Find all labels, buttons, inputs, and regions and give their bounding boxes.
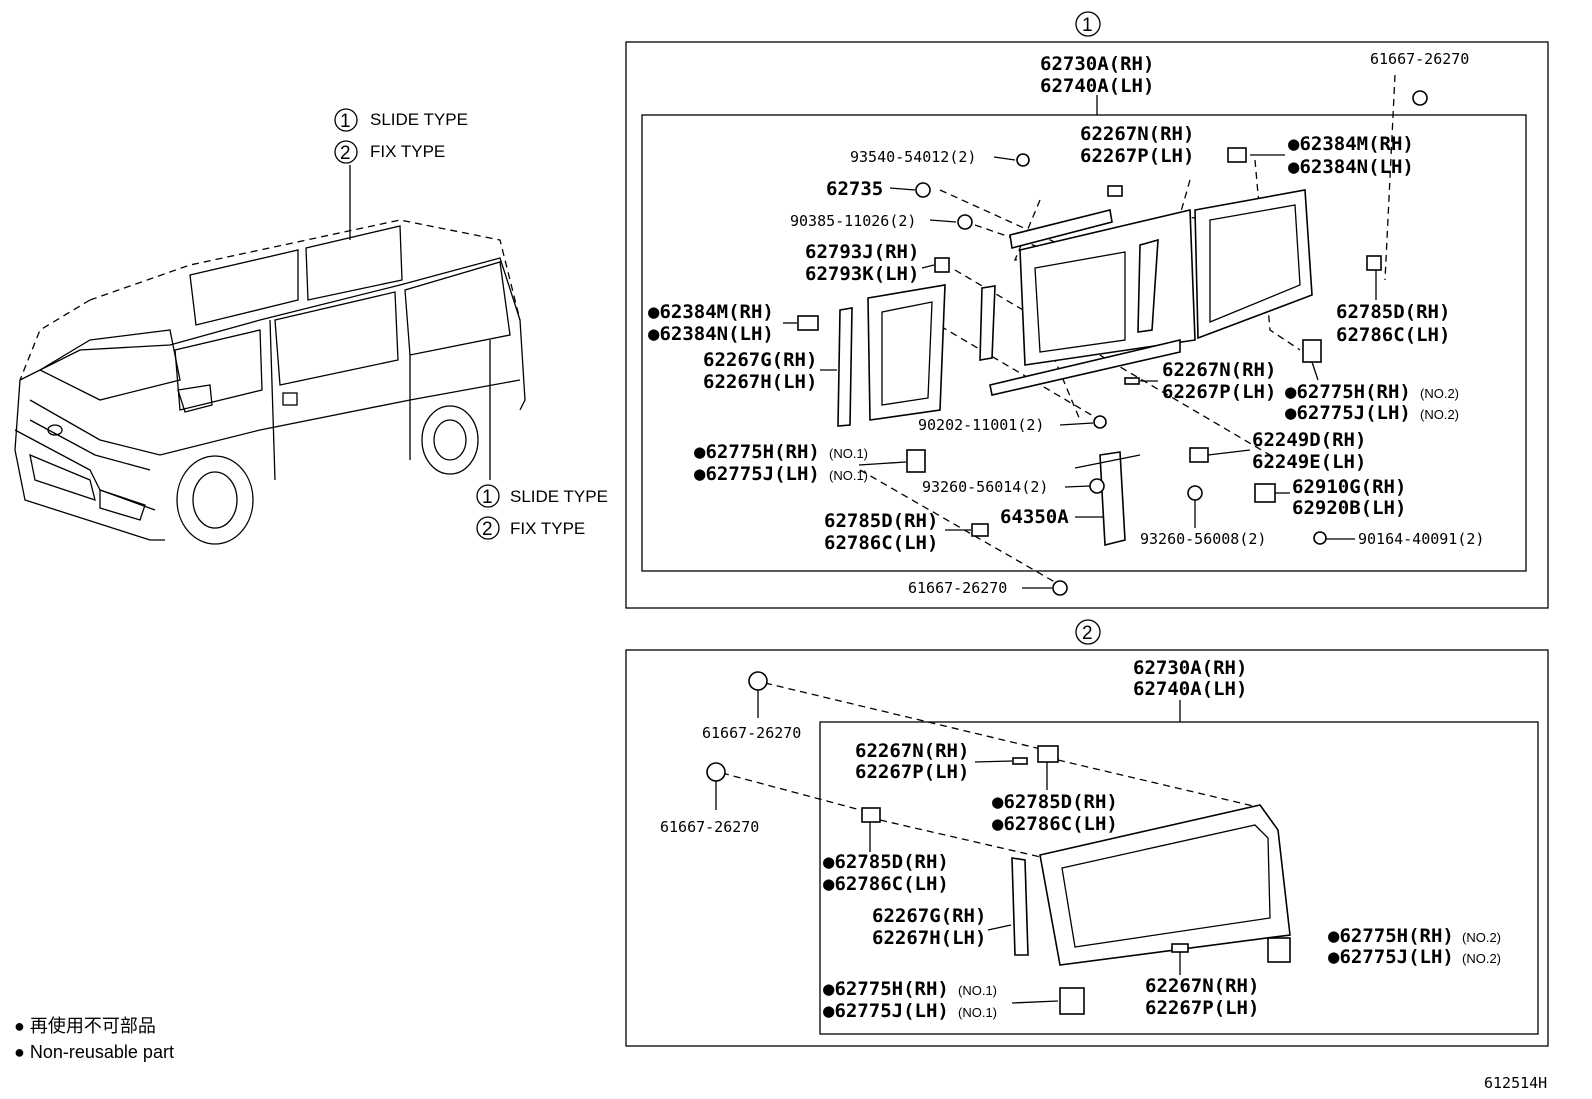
slide-type-label: SLIDE TYPE: [370, 110, 468, 129]
label-62267n: 62267N(RH): [1080, 123, 1194, 145]
label-64350a: 64350A: [1000, 506, 1069, 528]
label-62775j: ●62775J(LH): [694, 463, 820, 485]
label-62267h: 62267H(LH): [872, 927, 986, 949]
overview-callout-top: 1 SLIDE TYPE 2 FIX TYPE: [334, 108, 468, 164]
fix-type-label: FIX TYPE: [510, 519, 585, 538]
label-90164-40091: 90164-40091(2): [1358, 530, 1484, 548]
label-62267p: 62267P(LH): [1080, 145, 1194, 167]
label-62775h: ●62775H(RH): [1285, 381, 1411, 403]
label-62384m: ●62384M(RH): [1288, 133, 1414, 155]
svg-text:1: 1: [340, 111, 351, 132]
label-62785d: ●62785D(RH): [992, 791, 1118, 813]
overview-callout-side: 1 SLIDE TYPE 2 FIX TYPE: [476, 484, 608, 540]
label-62785d: ●62785D(RH): [823, 851, 949, 873]
label-62267g: 62267G(RH): [872, 905, 986, 927]
label-no2: (NO.2): [1420, 407, 1459, 422]
label-62786c: 62786C(LH): [1336, 324, 1450, 346]
label-62267n: 62267N(RH): [855, 740, 969, 762]
label-62267g: 62267G(RH): [703, 349, 817, 371]
label-62786c: ●62786C(LH): [992, 813, 1118, 835]
label-62793j: 62793J(RH): [805, 241, 919, 263]
label-62910g: 62910G(RH): [1292, 476, 1406, 498]
label-62384n: ●62384N(LH): [1288, 156, 1414, 178]
label-62384n: ●62384N(LH): [648, 323, 774, 345]
fix-type-label: FIX TYPE: [370, 142, 445, 161]
section2-fix-type: 2 62730A(RH) 62740A(LH) 6166: [625, 619, 1549, 1047]
label-62267p: 62267P(LH): [1162, 381, 1276, 403]
section1-slide-type: 1: [625, 11, 1549, 609]
label-62384m: ●62384M(RH): [648, 301, 774, 323]
svg-text:2: 2: [1082, 623, 1093, 644]
label-62730a: 62730A(RH): [1133, 657, 1247, 679]
label-62775h: ●62775H(RH): [1328, 925, 1454, 947]
label-62730a: 62730A(RH): [1040, 53, 1154, 75]
label-93260-56008: 93260-56008(2): [1140, 530, 1266, 548]
label-62775j: ●62775J(LH): [823, 1000, 949, 1022]
label-62775j: ●62775J(LH): [1285, 402, 1411, 424]
label-62267n: 62267N(RH): [1145, 975, 1259, 997]
label-61667-26270: 61667-26270: [660, 818, 759, 836]
label-no1: (NO.1): [829, 468, 868, 483]
svg-text:2: 2: [482, 519, 493, 540]
label-62920b: 62920B(LH): [1292, 497, 1406, 519]
svg-text:1: 1: [1082, 15, 1093, 36]
label-62267h: 62267H(LH): [703, 371, 817, 393]
label-62786c: 62786C(LH): [824, 532, 938, 554]
label-no1: (NO.1): [958, 983, 997, 998]
van-illustration: [14, 165, 526, 545]
label-62740a: 62740A(LH): [1040, 75, 1154, 97]
label-62267n: 62267N(RH): [1162, 359, 1276, 381]
svg-text:2: 2: [340, 143, 351, 164]
slide-type-label: SLIDE TYPE: [510, 487, 608, 506]
legend: ● 再使用不可部品 ● Non-reusable part: [14, 1016, 174, 1062]
label-62775h: ●62775H(RH): [823, 978, 949, 1000]
label-62775j: ●62775J(LH): [1328, 946, 1454, 968]
label-62249e: 62249E(LH): [1252, 451, 1366, 473]
legend-jp: ● 再使用不可部品: [14, 1016, 156, 1036]
label-62249d: 62249D(RH): [1252, 429, 1366, 451]
label-62785d: 62785D(RH): [824, 510, 938, 532]
label-61667-26270: 61667-26270: [1370, 50, 1469, 68]
figure-id: 612514H: [1484, 1074, 1547, 1092]
label-62786c: ●62786C(LH): [823, 873, 949, 895]
label-62785d: 62785D(RH): [1336, 301, 1450, 323]
label-no2: (NO.2): [1420, 386, 1459, 401]
label-90385-11026: 90385-11026(2): [790, 212, 916, 230]
label-62740a: 62740A(LH): [1133, 678, 1247, 700]
label-61667-26270: 61667-26270: [702, 724, 801, 742]
label-62793k: 62793K(LH): [805, 263, 919, 285]
label-93540-54012: 93540-54012(2): [850, 148, 976, 166]
svg-text:1: 1: [482, 487, 493, 508]
label-no1: (NO.1): [829, 446, 868, 461]
label-no1: (NO.1): [958, 1005, 997, 1020]
label-62735: 62735: [826, 178, 883, 200]
label-no2: (NO.2): [1462, 951, 1501, 966]
label-no2: (NO.2): [1462, 930, 1501, 945]
label-62775h: ●62775H(RH): [694, 441, 820, 463]
legend-en: ● Non-reusable part: [14, 1042, 174, 1062]
label-62267p: 62267P(LH): [855, 761, 969, 783]
label-93260-56014: 93260-56014(2): [922, 478, 1048, 496]
label-90202-11001: 90202-11001(2): [918, 416, 1044, 434]
label-61667-26270: 61667-26270: [908, 579, 1007, 597]
label-62267p: 62267P(LH): [1145, 997, 1259, 1019]
